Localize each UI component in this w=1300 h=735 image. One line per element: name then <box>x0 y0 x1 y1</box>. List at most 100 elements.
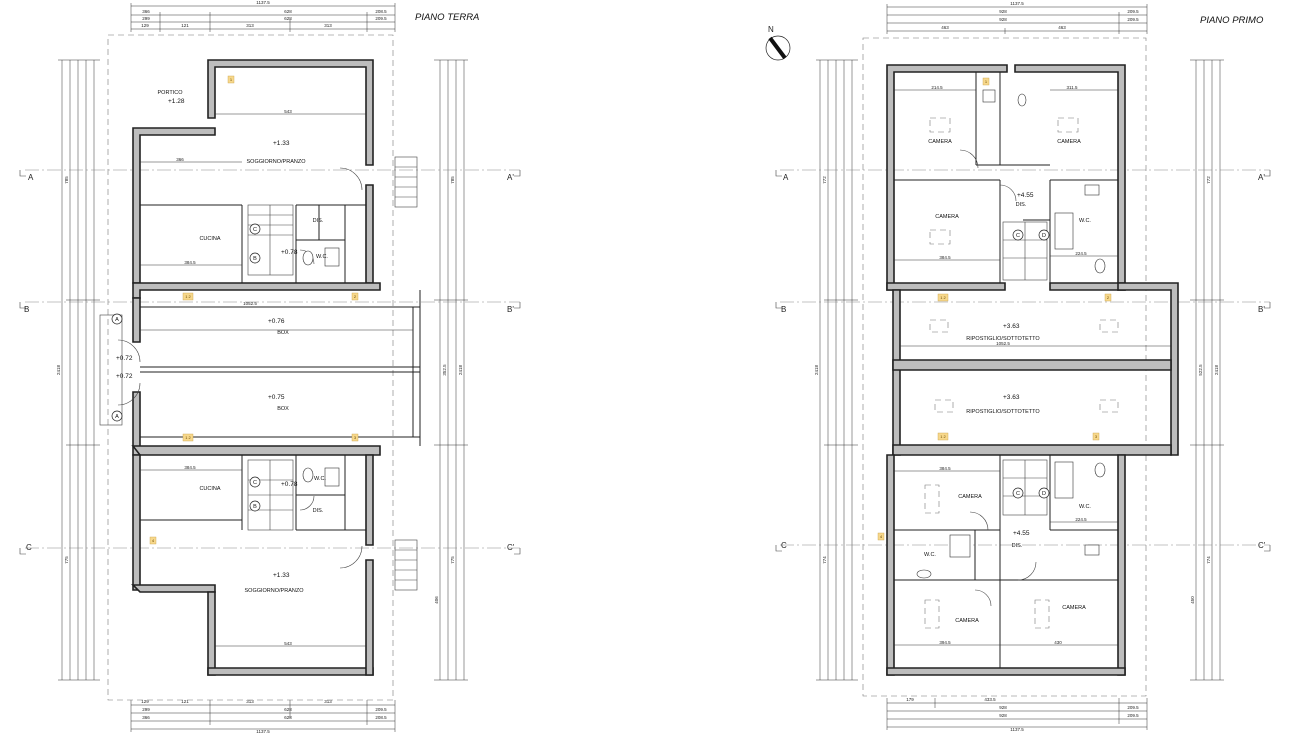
ground-dim-cucina-w: 384.5 <box>184 260 196 265</box>
ground-right-dimensions: 2418 785 775 352.5 406 <box>434 59 468 681</box>
room-first-dis-bottom: DIS. <box>1012 543 1023 549</box>
first-door-swings <box>959 149 1037 607</box>
first-dim-b-c: 928 <box>999 705 1007 710</box>
ground-dim-sogg-b-w: 543 <box>284 641 292 646</box>
ground-dim-portico-w: 366 <box>176 157 184 162</box>
room-camera-ml: CAMERA <box>935 214 959 220</box>
room-camera-bl: CAMERA <box>958 494 982 500</box>
level-soggiorno-bottom: +1.33 <box>273 572 290 579</box>
ground-dim-r2-c: 209.5 <box>375 16 387 21</box>
level-box-1: +0.76 <box>268 318 285 325</box>
first-inner-dimensions: 214.5 311.5 384.5 224.5 1052.5 384.5 224… <box>894 85 1171 646</box>
room-camera-tl: CAMERA <box>928 139 952 145</box>
first-dim-rside-c: 522.5 <box>1198 364 1203 376</box>
room-dis-bottom: DIS. <box>313 508 324 514</box>
ground-dim-b-r2-a: 299 <box>142 707 150 712</box>
first-tag-12-a: 1 2 <box>940 295 946 300</box>
ground-tag-12-a: 1 2 <box>185 294 191 299</box>
ground-tags: 1 1 2 2 1 2 3 4 <box>149 75 359 545</box>
ground-dim-r1-a: 366 <box>142 9 150 14</box>
ground-dim-r1-b: 628 <box>284 9 292 14</box>
ground-tag-2-a: 2 <box>354 294 357 299</box>
ground-section-c-right: C' <box>507 543 515 552</box>
room-wc-bottom: W.C. <box>314 476 326 482</box>
ground-dim-rside-b: 775 <box>450 556 455 564</box>
first-level-marks: +4.55 +3.63 +3.63 +4.55 <box>1003 192 1034 537</box>
ground-dim-r3-c: 313 <box>246 23 254 28</box>
ground-marker-a-1: A <box>115 317 119 323</box>
first-dim-camera-a: 214.5 <box>931 85 943 90</box>
first-dim-side-b: 774 <box>822 556 827 564</box>
room-box-2: BOX <box>277 406 289 412</box>
ground-marker-a-2: A <box>115 414 119 420</box>
first-floor-title: PIANO PRIMO <box>1200 15 1264 26</box>
ground-roof-outline <box>107 34 394 701</box>
ground-section-b-left: B <box>24 305 29 314</box>
ground-dim-b-r3-c: 313 <box>246 699 254 704</box>
ground-external-steps <box>99 156 418 591</box>
room-camera-tr: CAMERA <box>1057 139 1081 145</box>
first-dim-wc-w: 224.5 <box>1075 251 1087 256</box>
room-soggiorno-top: SOGGIORNO/PRANZO <box>247 159 307 165</box>
ground-floor-plan: PIANO TERRA 1137.5 366 628 208.5 299 628… <box>19 0 521 734</box>
ground-tag-1: 1 <box>230 77 233 82</box>
ground-left-dimensions: 2418 785 775 <box>56 59 100 681</box>
first-dim-rside-b: 774 <box>1206 556 1211 564</box>
room-ripostiglio-2: RIPOSTIGLIO/SOTTOTETTO <box>966 409 1040 415</box>
ground-dim-b-r1-a: 366 <box>142 715 150 720</box>
first-dim-camera-c: 384.5 <box>939 255 951 260</box>
ground-dim-r1-c: 208.5 <box>375 9 387 14</box>
first-dim-total: 1137.5 <box>1010 1 1024 6</box>
room-camera-bottom-right: CAMERA <box>1062 605 1086 611</box>
first-dim-b-d: 209.5 <box>1127 705 1139 710</box>
ground-tag-3: 3 <box>354 435 357 440</box>
first-section-a-right: A' <box>1258 173 1265 182</box>
first-dim-rside-d: 450 <box>1190 596 1195 604</box>
ground-section-a-left: A <box>28 173 34 182</box>
first-dim-r2-a: 928 <box>999 17 1007 22</box>
ground-dim-b-r3-d: 313 <box>324 699 332 704</box>
first-section-c-left: C <box>781 541 787 550</box>
room-wc-top: W.C. <box>316 254 328 260</box>
level-soggiorno-top: +1.33 <box>273 140 290 147</box>
first-dim-r3-b: 463 <box>1058 25 1066 30</box>
first-section-b-left: B <box>781 305 786 314</box>
room-first-wc-bottom-right: W.C. <box>1079 504 1091 510</box>
ground-dim-b-r1-c: 208.5 <box>375 715 387 720</box>
ground-marker-b-top: B <box>253 256 257 262</box>
first-dim-b-e: 928 <box>999 713 1007 718</box>
ground-dim-b-r3-b: 121 <box>181 699 189 704</box>
first-tag-12-b: 1 2 <box>940 434 946 439</box>
ground-dim-r2-a: 299 <box>142 16 150 21</box>
room-cucina-top: CUCINA <box>199 236 220 242</box>
room-ripostiglio-1: RIPOSTIGLIO/SOTTOTETTO <box>966 336 1040 342</box>
ground-dim-b-r1-b: 628 <box>284 715 292 720</box>
ground-stair-markers: C B C B A A <box>111 223 261 512</box>
first-marker-d-bottom: D <box>1042 491 1046 497</box>
first-dim-cam-bl-w: 394.5 <box>939 640 951 645</box>
ground-section-c-left: C <box>26 543 32 552</box>
ground-dim-side-a: 785 <box>64 176 69 184</box>
first-tag-1: 1 <box>985 79 988 84</box>
north-arrow: N <box>765 25 791 61</box>
level-first-dis-top: +4.55 <box>1017 192 1034 199</box>
first-dim-camera-bl: 384.5 <box>939 466 951 471</box>
first-marker-d-top: D <box>1042 233 1046 239</box>
room-first-dis-top: DIS. <box>1016 202 1027 208</box>
north-label: N <box>768 25 774 34</box>
ground-level-marks: +1.28 +1.33 +0.78 +0.76 +0.75 +0.72 +0.7… <box>116 98 298 579</box>
level-ripostiglio-1: +3.63 <box>1003 323 1020 330</box>
first-dim-r1-b: 209.5 <box>1127 9 1139 14</box>
first-dim-b-total: 1137.5 <box>1010 727 1024 732</box>
ground-internal-partitions <box>140 204 366 531</box>
first-tags: 1 1 2 2 1 2 3 4 <box>877 77 1112 541</box>
first-dim-side-total: 2418 <box>814 364 819 375</box>
first-marker-c-top: C <box>1016 233 1020 239</box>
room-soggiorno-bottom: SOGGIORNO/PRANZO <box>245 588 305 594</box>
room-cucina-bottom: CUCINA <box>199 486 220 492</box>
ground-dim-r2-b: 628 <box>284 16 292 21</box>
ground-dim-side-total: 2418 <box>56 364 61 375</box>
level-dis-top: +0.78 <box>281 249 298 256</box>
ground-dim-rside-a: 785 <box>450 176 455 184</box>
ground-dim-box-w: 1052.5 <box>243 301 257 306</box>
